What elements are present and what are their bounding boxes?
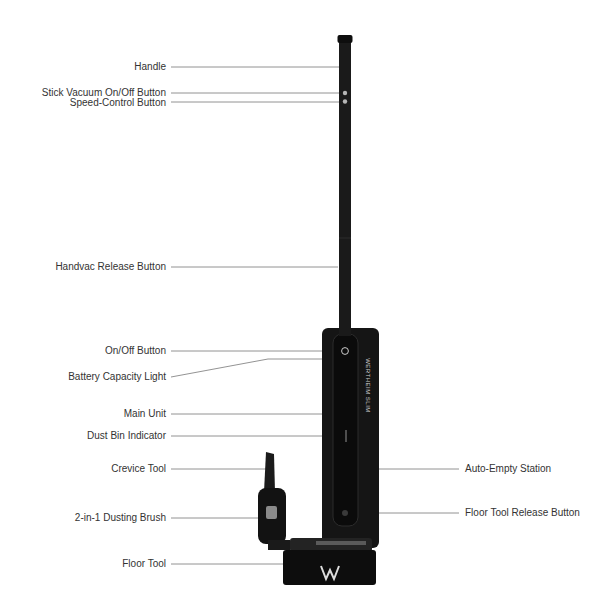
- floor-roller: [316, 541, 366, 545]
- leader-line: [171, 469, 266, 470]
- leader-line: [171, 414, 333, 415]
- leader-lines: [171, 67, 459, 564]
- handle-tube: [339, 40, 351, 336]
- tool-holder: [268, 540, 290, 550]
- floor-tool-release-button: [342, 510, 348, 516]
- handle-cap: [338, 35, 353, 43]
- brand-text: WERTHEIM SLIM: [363, 358, 370, 413]
- part-label: Battery Capacity Light: [68, 371, 166, 383]
- leader-line: [171, 93, 340, 94]
- part-label: Crevice Tool: [111, 463, 166, 475]
- part-label: Speed-Control Button: [70, 97, 166, 109]
- part-label: Dust Bin Indicator: [87, 430, 166, 442]
- station-base: [283, 550, 376, 585]
- part-label: Floor Tool: [122, 558, 166, 570]
- part-label: 2-in-1 Dusting Brush: [75, 512, 166, 524]
- leader-line: [171, 351, 340, 352]
- leader-line: [171, 564, 284, 565]
- leader-line: [171, 436, 343, 437]
- main-unit-body: [333, 334, 358, 526]
- part-label: Auto-Empty Station: [465, 463, 551, 475]
- speed-button: [343, 99, 347, 103]
- handle-seam: [339, 238, 351, 239]
- part-label: Handvac Release Button: [55, 261, 166, 273]
- part-label: Main Unit: [124, 408, 166, 420]
- part-label: Handle: [134, 61, 166, 73]
- part-label: On/Off Button: [105, 345, 166, 357]
- station-body: [322, 328, 379, 548]
- brand-logo: [321, 566, 339, 579]
- brush-button: [266, 506, 277, 519]
- leader-line: [171, 518, 259, 519]
- floor-head: [290, 538, 372, 552]
- leader-line: [171, 267, 338, 268]
- leader-line: [171, 67, 343, 68]
- leader-line: [171, 102, 340, 103]
- part-label: Floor Tool Release Button: [465, 507, 580, 519]
- leader-line: [378, 469, 459, 470]
- stick-button: [343, 91, 347, 95]
- crevice-tool: [264, 452, 275, 492]
- dusting-brush: [258, 488, 286, 544]
- leader-line: [171, 359, 338, 377]
- dust-bin-indicator: [345, 430, 347, 442]
- on-off-button: [342, 348, 349, 355]
